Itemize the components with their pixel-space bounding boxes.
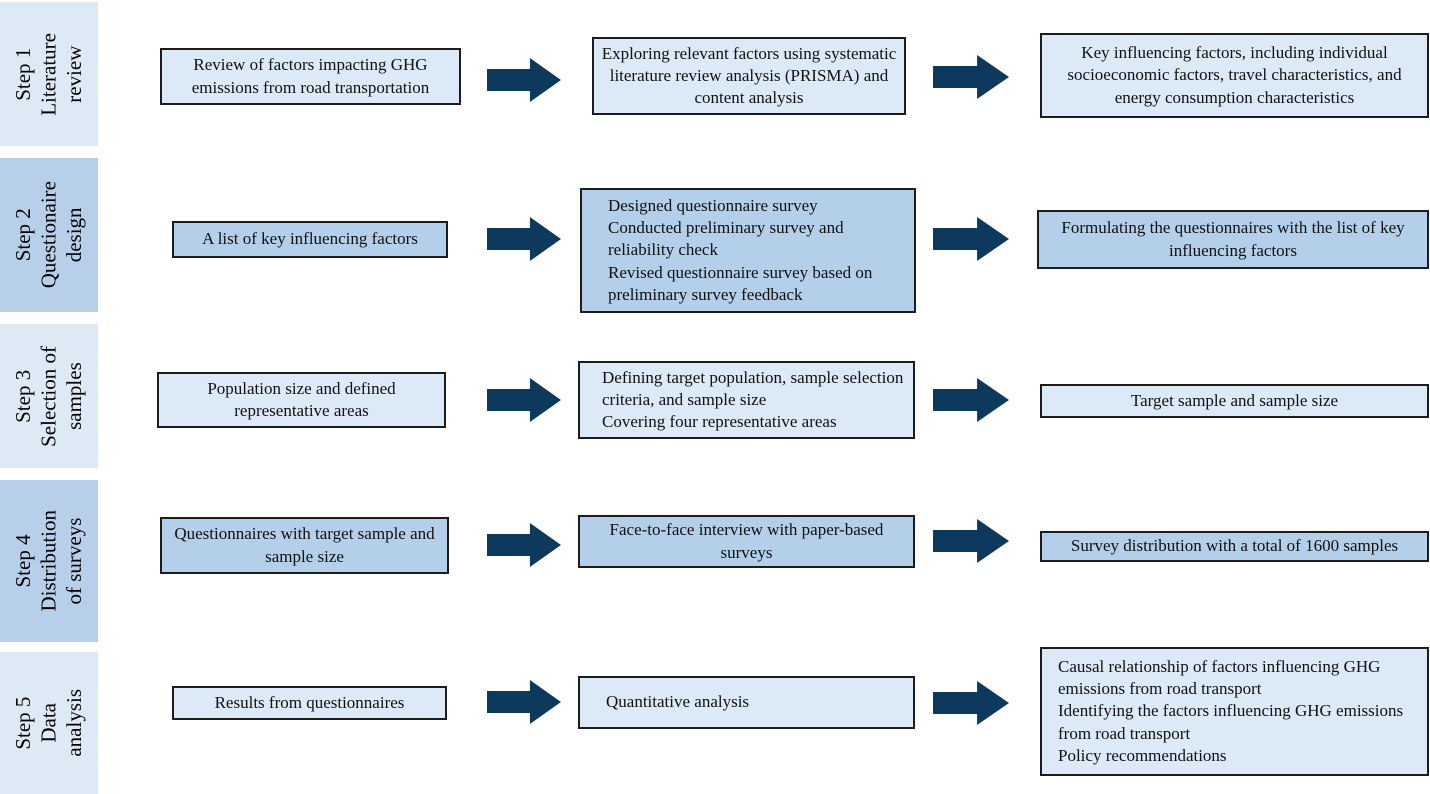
list-item: Designed questionnaire survey (608, 196, 818, 216)
flow-box-step1-input: Review of factors impacting GHG emission… (160, 48, 461, 105)
flow-box-step4-output: Survey distribution with a total of 1600… (1040, 531, 1429, 562)
list-item: Causal relationship of factors influenci… (1058, 657, 1381, 699)
flow-box-step1-output: Key influencing factors, including indiv… (1040, 33, 1429, 118)
arrow-right-icon (933, 519, 1009, 563)
step-strip-4: Step 4 Distribution of surveys (0, 480, 98, 642)
list-item: Identifying the factors influencing GHG … (1058, 701, 1404, 743)
list-item: Revised questionnaire survey based on pr… (608, 262, 873, 304)
step-label-line: Step 5 (10, 696, 35, 750)
step-label-2: Step 2 Questionaire design (11, 181, 88, 288)
step-label-line: design (61, 207, 86, 263)
flow-box-step1-process: Exploring relevant factors using systema… (592, 37, 906, 115)
flow-box-step3-process: Defining target population, sample selec… (578, 361, 915, 439)
flow-box-step3-input: Population size and defined representati… (157, 372, 446, 428)
flow-box-step2-output: Formulating the questionnaires with the … (1037, 210, 1429, 269)
step-label-line: of surveys (61, 517, 86, 605)
arrow-right-icon (933, 378, 1009, 422)
flow-box-step3-output: Target sample and sample size (1040, 384, 1429, 418)
step-label-5: Step 5 Data analysis (11, 689, 88, 757)
step-label-line: Selection of (36, 345, 61, 447)
step-strip-2: Step 2 Questionaire design (0, 158, 98, 312)
list-item: Covering four representative areas (602, 412, 837, 432)
arrow-right-icon (487, 680, 561, 724)
step-label-line: Step 3 (10, 369, 35, 423)
arrow-right-icon (933, 681, 1009, 725)
arrow-right-icon (487, 58, 561, 102)
step-label-1: Step 1 Literature review (11, 33, 88, 116)
list-item: Policy recommendations (1058, 745, 1227, 765)
step-label-line: Data (36, 703, 61, 743)
flow-box-step2-input: A list of key influencing factors (172, 221, 448, 258)
arrow-right-icon (487, 217, 561, 261)
step-strip-1: Step 1 Literature review (0, 2, 98, 146)
list-item: Conducted preliminary survey and reliabi… (608, 218, 844, 260)
flow-box-step2-process: Designed questionnaire survey Conducted … (580, 188, 916, 313)
arrow-right-icon (933, 55, 1009, 99)
step-label-3: Step 3 Selection of samples (11, 346, 88, 447)
list-item: Defining target population, sample selec… (602, 367, 904, 409)
step-label-line: Literature (36, 32, 61, 116)
step-strip-3: Step 3 Selection of samples (0, 324, 98, 468)
step-label-line: Step 2 (10, 208, 35, 262)
step-label-line: Step 1 (10, 47, 35, 101)
step-label-line: Step 4 (10, 534, 35, 588)
flow-box-step4-process: Face-to-face interview with paper-based … (578, 515, 915, 568)
arrow-right-icon (487, 523, 561, 567)
step-label-line: analysis (61, 689, 86, 757)
flow-box-step5-input: Results from questionnaires (172, 686, 447, 720)
step-strip-5: Step 5 Data analysis (0, 652, 98, 794)
step-label-line: Questionaire (36, 181, 61, 289)
arrow-right-icon (933, 217, 1009, 261)
step-label-4: Step 4 Distribution of surveys (11, 510, 88, 612)
step-label-line: Distribution (36, 510, 61, 612)
flow-box-step5-process: Quantitative analysis (578, 676, 915, 729)
step-label-line: review (61, 45, 86, 103)
flow-box-step4-input: Questionnaires with target sample and sa… (160, 517, 449, 574)
step-label-line: samples (61, 362, 86, 430)
arrow-right-icon (487, 378, 561, 422)
flow-box-step5-output: Causal relationship of factors influenci… (1040, 647, 1429, 776)
